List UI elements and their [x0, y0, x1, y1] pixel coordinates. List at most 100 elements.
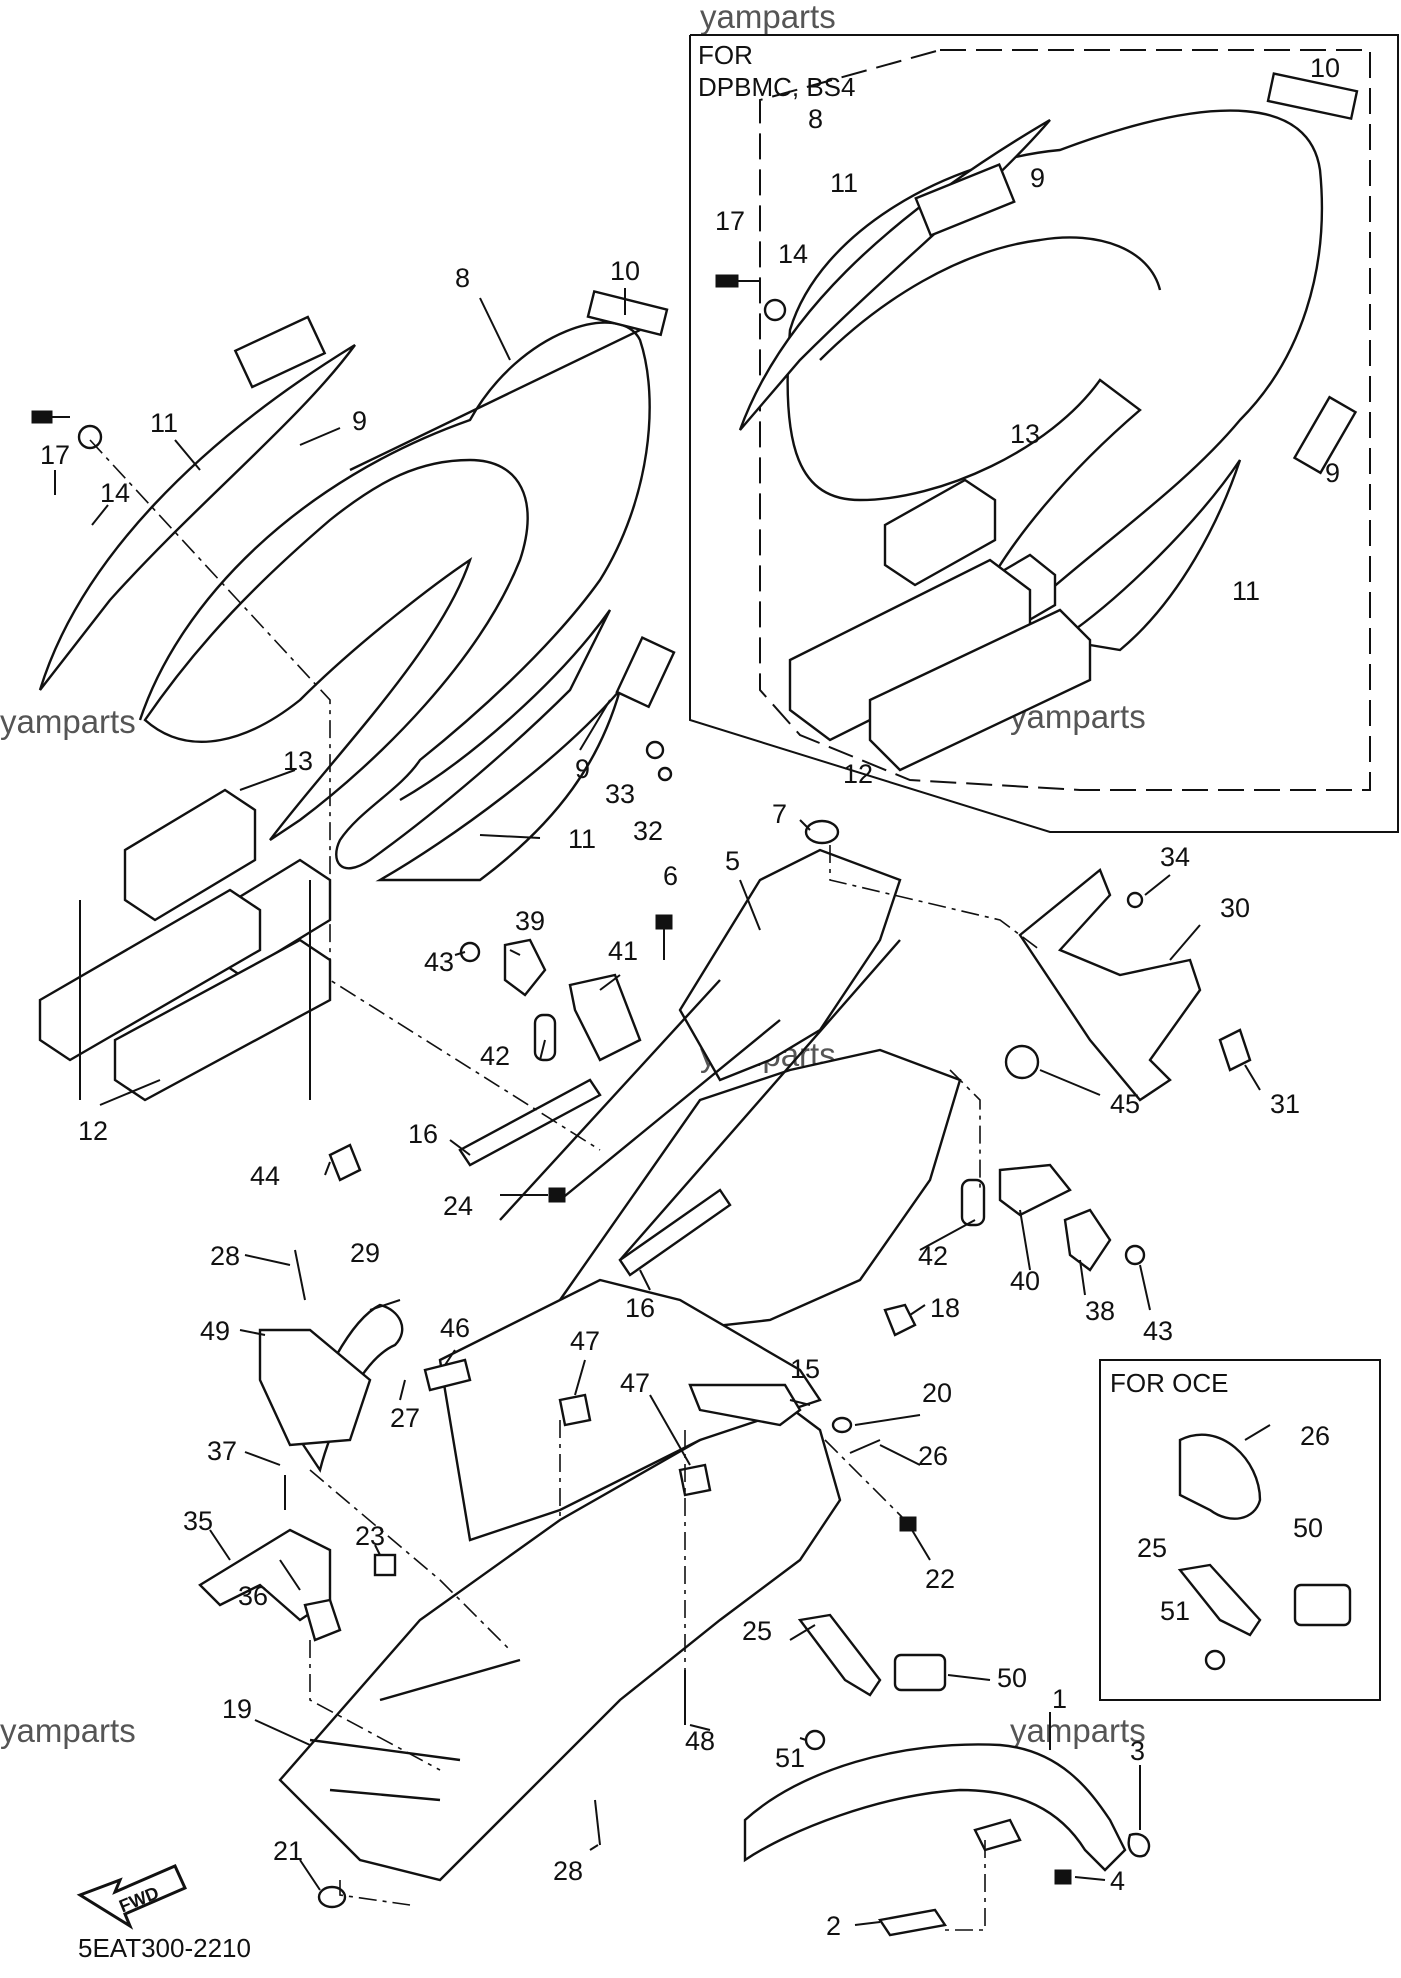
grommet-20	[831, 1416, 853, 1434]
leader-5	[739, 879, 761, 931]
callout-16b: 16	[625, 1293, 655, 1323]
watermark-bottom-left: yamparts	[0, 1712, 136, 1749]
leader-2	[854, 1921, 881, 1926]
variant-seat-cowl	[786, 109, 1324, 614]
bar-16-lower	[618, 1188, 732, 1277]
callout-22: 22	[925, 1564, 955, 1594]
leader-47a	[574, 1359, 586, 1396]
leader-36	[279, 1559, 301, 1591]
callout-numbers-oce: 26 50 25 51	[1137, 1421, 1330, 1626]
clip-36	[303, 1598, 342, 1642]
rivet-28-upper	[294, 1249, 306, 1301]
decal-9-upper	[233, 315, 327, 389]
rear-frame-upper	[678, 848, 902, 1082]
leader-48	[689, 1724, 711, 1731]
callout-15: 15	[790, 1354, 820, 1384]
leader-46	[444, 1349, 456, 1366]
leader-47b	[649, 1394, 691, 1466]
leader-15	[789, 1399, 811, 1406]
callout-42b: 42	[918, 1241, 948, 1271]
leader-42	[539, 1039, 546, 1061]
variant-callout-14: 14	[778, 239, 808, 269]
callout-numbers-variant: 10 8 11 9 17 14 9 13 11 12	[715, 53, 1340, 789]
callout-39: 39	[515, 906, 545, 936]
diagram-code: 5EAT300-2210	[78, 1933, 251, 1963]
leader-49	[239, 1329, 266, 1336]
leader-38	[1079, 1259, 1086, 1296]
bolt-17	[31, 410, 53, 424]
callout-36: 36	[238, 1581, 268, 1611]
rear-frame-members	[499, 939, 901, 1261]
callout-3: 3	[1130, 1736, 1145, 1766]
leader-41	[599, 974, 621, 991]
clip-44	[328, 1143, 362, 1182]
fwd-arrow-icon	[76, 1864, 187, 1930]
assy-line-4	[309, 1469, 511, 1651]
callout-44: 44	[250, 1161, 280, 1191]
variant-bolt-17	[715, 274, 739, 288]
callout-51: 51	[775, 1743, 805, 1773]
callout-27: 27	[390, 1403, 420, 1433]
callout-10: 10	[610, 256, 640, 286]
leader-23	[374, 1544, 381, 1556]
rivet-28-lower	[594, 1799, 601, 1846]
oce-rivet-26	[1244, 1424, 1271, 1441]
callout-18: 18	[930, 1293, 960, 1323]
bracket-30	[1018, 868, 1202, 1102]
callout-16: 16	[408, 1119, 438, 1149]
variant-callout-9b: 9	[1325, 458, 1340, 488]
dpbmc-variant-box: FOR DPBMC, BS4	[689, 34, 1399, 833]
leader-34	[1144, 874, 1171, 896]
callout-41: 41	[608, 936, 638, 966]
callout-11: 11	[150, 408, 178, 438]
callout-5: 5	[725, 846, 740, 876]
assy-line-3	[949, 1069, 981, 1190]
callout-17: 17	[40, 440, 70, 470]
inner-fender-tray	[438, 1278, 822, 1542]
variant-callout-11: 11	[830, 168, 858, 198]
assy-line-5	[309, 1640, 441, 1771]
fwd-arrow: FWD	[76, 1864, 187, 1930]
leader-45	[1039, 1069, 1101, 1096]
callout-38: 38	[1085, 1296, 1115, 1326]
callout-45: 45	[1110, 1089, 1140, 1119]
leader-39	[509, 949, 521, 956]
pad-12b	[113, 938, 332, 1102]
oce-box-label: FOR OCE	[1110, 1368, 1228, 1398]
oce-reflector-50	[1293, 1583, 1352, 1627]
callout-43b: 43	[1143, 1316, 1173, 1346]
variant-callout-17: 17	[715, 206, 745, 236]
variant-callout-8: 8	[808, 104, 823, 134]
leader-28b	[589, 1844, 599, 1851]
leader-20	[854, 1414, 921, 1426]
foam-13a	[123, 788, 257, 922]
assy-line-1	[89, 439, 601, 1151]
fender-bracket	[973, 1818, 1022, 1852]
callout-2: 2	[826, 1911, 841, 1941]
callout-19: 19	[222, 1694, 252, 1724]
oce-callout-26: 26	[1300, 1421, 1330, 1451]
leader-42b	[919, 1219, 976, 1251]
oce-callout-50: 50	[1293, 1513, 1323, 1543]
callout-35: 35	[183, 1506, 213, 1536]
clip-18	[883, 1303, 917, 1337]
clip-47b	[678, 1463, 712, 1497]
rivet-26	[849, 1439, 881, 1454]
callout-4: 4	[1110, 1866, 1125, 1896]
watermark-top: yamparts	[700, 0, 836, 35]
leader-8	[479, 297, 511, 361]
variant-decal-10	[1266, 72, 1359, 121]
callout-numbers: 8 9 10 11 17 14 13 9 33 32 11 12 7 5 6 3…	[40, 256, 1300, 1941]
leader-16	[449, 1139, 471, 1156]
callout-23: 23	[355, 1521, 385, 1551]
leader-43b	[1139, 1264, 1151, 1311]
callout-49: 49	[200, 1316, 230, 1346]
callout-50: 50	[997, 1663, 1027, 1693]
callout-32: 32	[633, 816, 663, 846]
leader-31	[1244, 1064, 1261, 1091]
leader-29	[369, 1299, 401, 1311]
variant-foam-13a	[883, 478, 997, 587]
seat-cowl-inner	[143, 458, 529, 841]
bolt-22	[899, 1516, 917, 1532]
